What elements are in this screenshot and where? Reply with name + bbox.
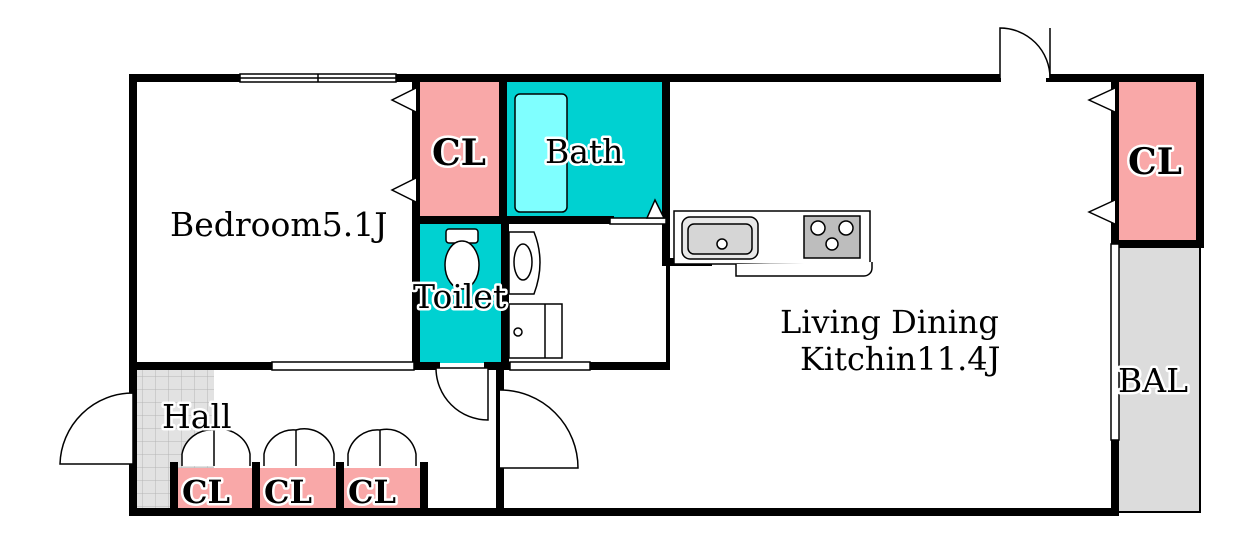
burner-icon (810, 220, 826, 236)
ldk-label-line1: Living Dining (780, 303, 999, 341)
gas-stove (803, 215, 861, 259)
sliding-doors (271, 217, 1120, 441)
toilet-label: Toilet (413, 277, 506, 316)
kitchen-counter (673, 210, 873, 277)
bedroom-closet-label: CL (432, 132, 486, 174)
ldk-label-line2: Kitchin11.4J (800, 340, 1000, 378)
hall-closet-3-label: CL (348, 473, 396, 511)
swing-doors (59, 27, 1051, 469)
hall-label: Hall (162, 397, 232, 436)
hall-closet-1-label: CL (182, 473, 230, 511)
ldk-closet-label: CL (1128, 141, 1182, 183)
bedroom-closet-fill (419, 80, 502, 218)
washbasin (508, 231, 541, 295)
hall-closet-1-fill (178, 468, 254, 508)
bedroom-window (239, 73, 397, 83)
hall-closet-3-fill (344, 468, 422, 508)
ldk-closet-fill (1118, 80, 1200, 242)
toilet-fixture (444, 228, 480, 290)
bedroom-label: Bedroom5.1J (170, 205, 387, 244)
washer-pan (508, 303, 563, 359)
ldk-wall-stub (666, 244, 670, 366)
bath-label: Bath (545, 132, 623, 171)
closet-door-markers (390, 87, 1116, 225)
balcony-floor (1118, 244, 1200, 512)
hall-closet-2-label: CL (264, 473, 312, 511)
balcony-label: BAL (1118, 361, 1188, 400)
hall-closet-2-fill (260, 468, 338, 508)
bathtub (514, 93, 568, 213)
